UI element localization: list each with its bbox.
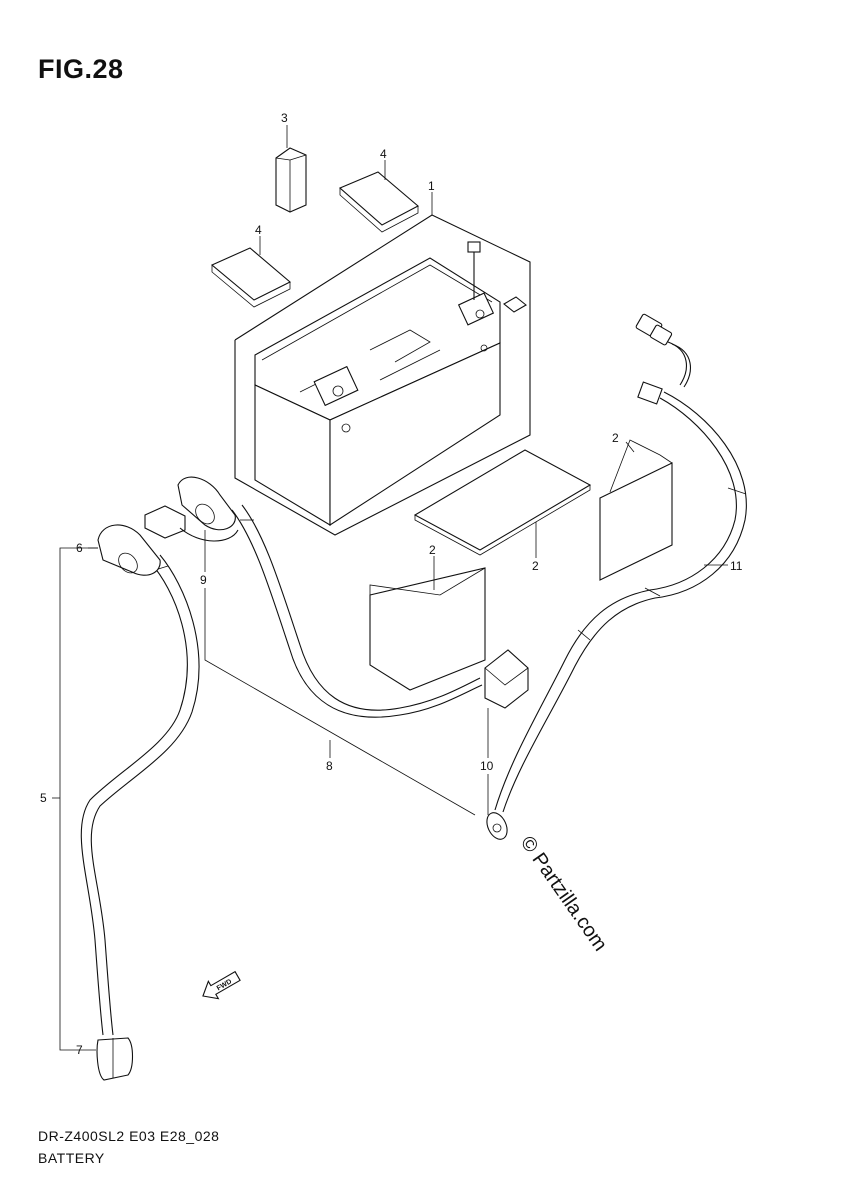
callout-2-flat: 2: [532, 559, 539, 573]
callout-3: 3: [281, 111, 288, 125]
partzilla-watermark: © Partzilla.com: [516, 832, 611, 955]
part-2-pad-flat[interactable]: [413, 449, 592, 556]
callout-2-right: 2: [612, 431, 619, 445]
callout-1: 1: [428, 179, 435, 193]
figure-title: FIG.28: [38, 54, 124, 84]
callout-6: 6: [76, 541, 83, 555]
battery-cable-8[interactable]: [177, 476, 529, 718]
battery[interactable]: [254, 241, 527, 527]
callout-4-lower: 4: [255, 223, 262, 237]
callout-7: 7: [76, 1043, 83, 1057]
part-2-pad-right[interactable]: [599, 439, 673, 581]
callout-11: 11: [730, 559, 743, 573]
leader-lines: [52, 125, 728, 1051]
wire-harness-11[interactable]: [483, 313, 747, 843]
callout-4-upper: 4: [380, 147, 387, 161]
forward-arrow-icon: FWD: [202, 970, 241, 1000]
section-name: BATTERY: [38, 1150, 105, 1166]
battery-cable-5[interactable]: [80, 524, 200, 1081]
part-9-connector[interactable]: [144, 505, 239, 542]
model-code: DR-Z400SL2 E03 E28_028: [38, 1128, 220, 1144]
part-4-pad-upper[interactable]: [338, 171, 419, 233]
callout-8: 8: [326, 759, 333, 773]
part-4-pad-lower[interactable]: [210, 247, 291, 308]
part-2-pad-lower[interactable]: [369, 567, 486, 691]
part-3-block[interactable]: [275, 147, 307, 213]
callout-9: 9: [200, 573, 207, 587]
fwd-label: FWD: [216, 978, 233, 992]
callout-2-lower: 2: [429, 543, 436, 557]
callout-5: 5: [40, 791, 47, 805]
callout-10: 10: [480, 759, 494, 773]
